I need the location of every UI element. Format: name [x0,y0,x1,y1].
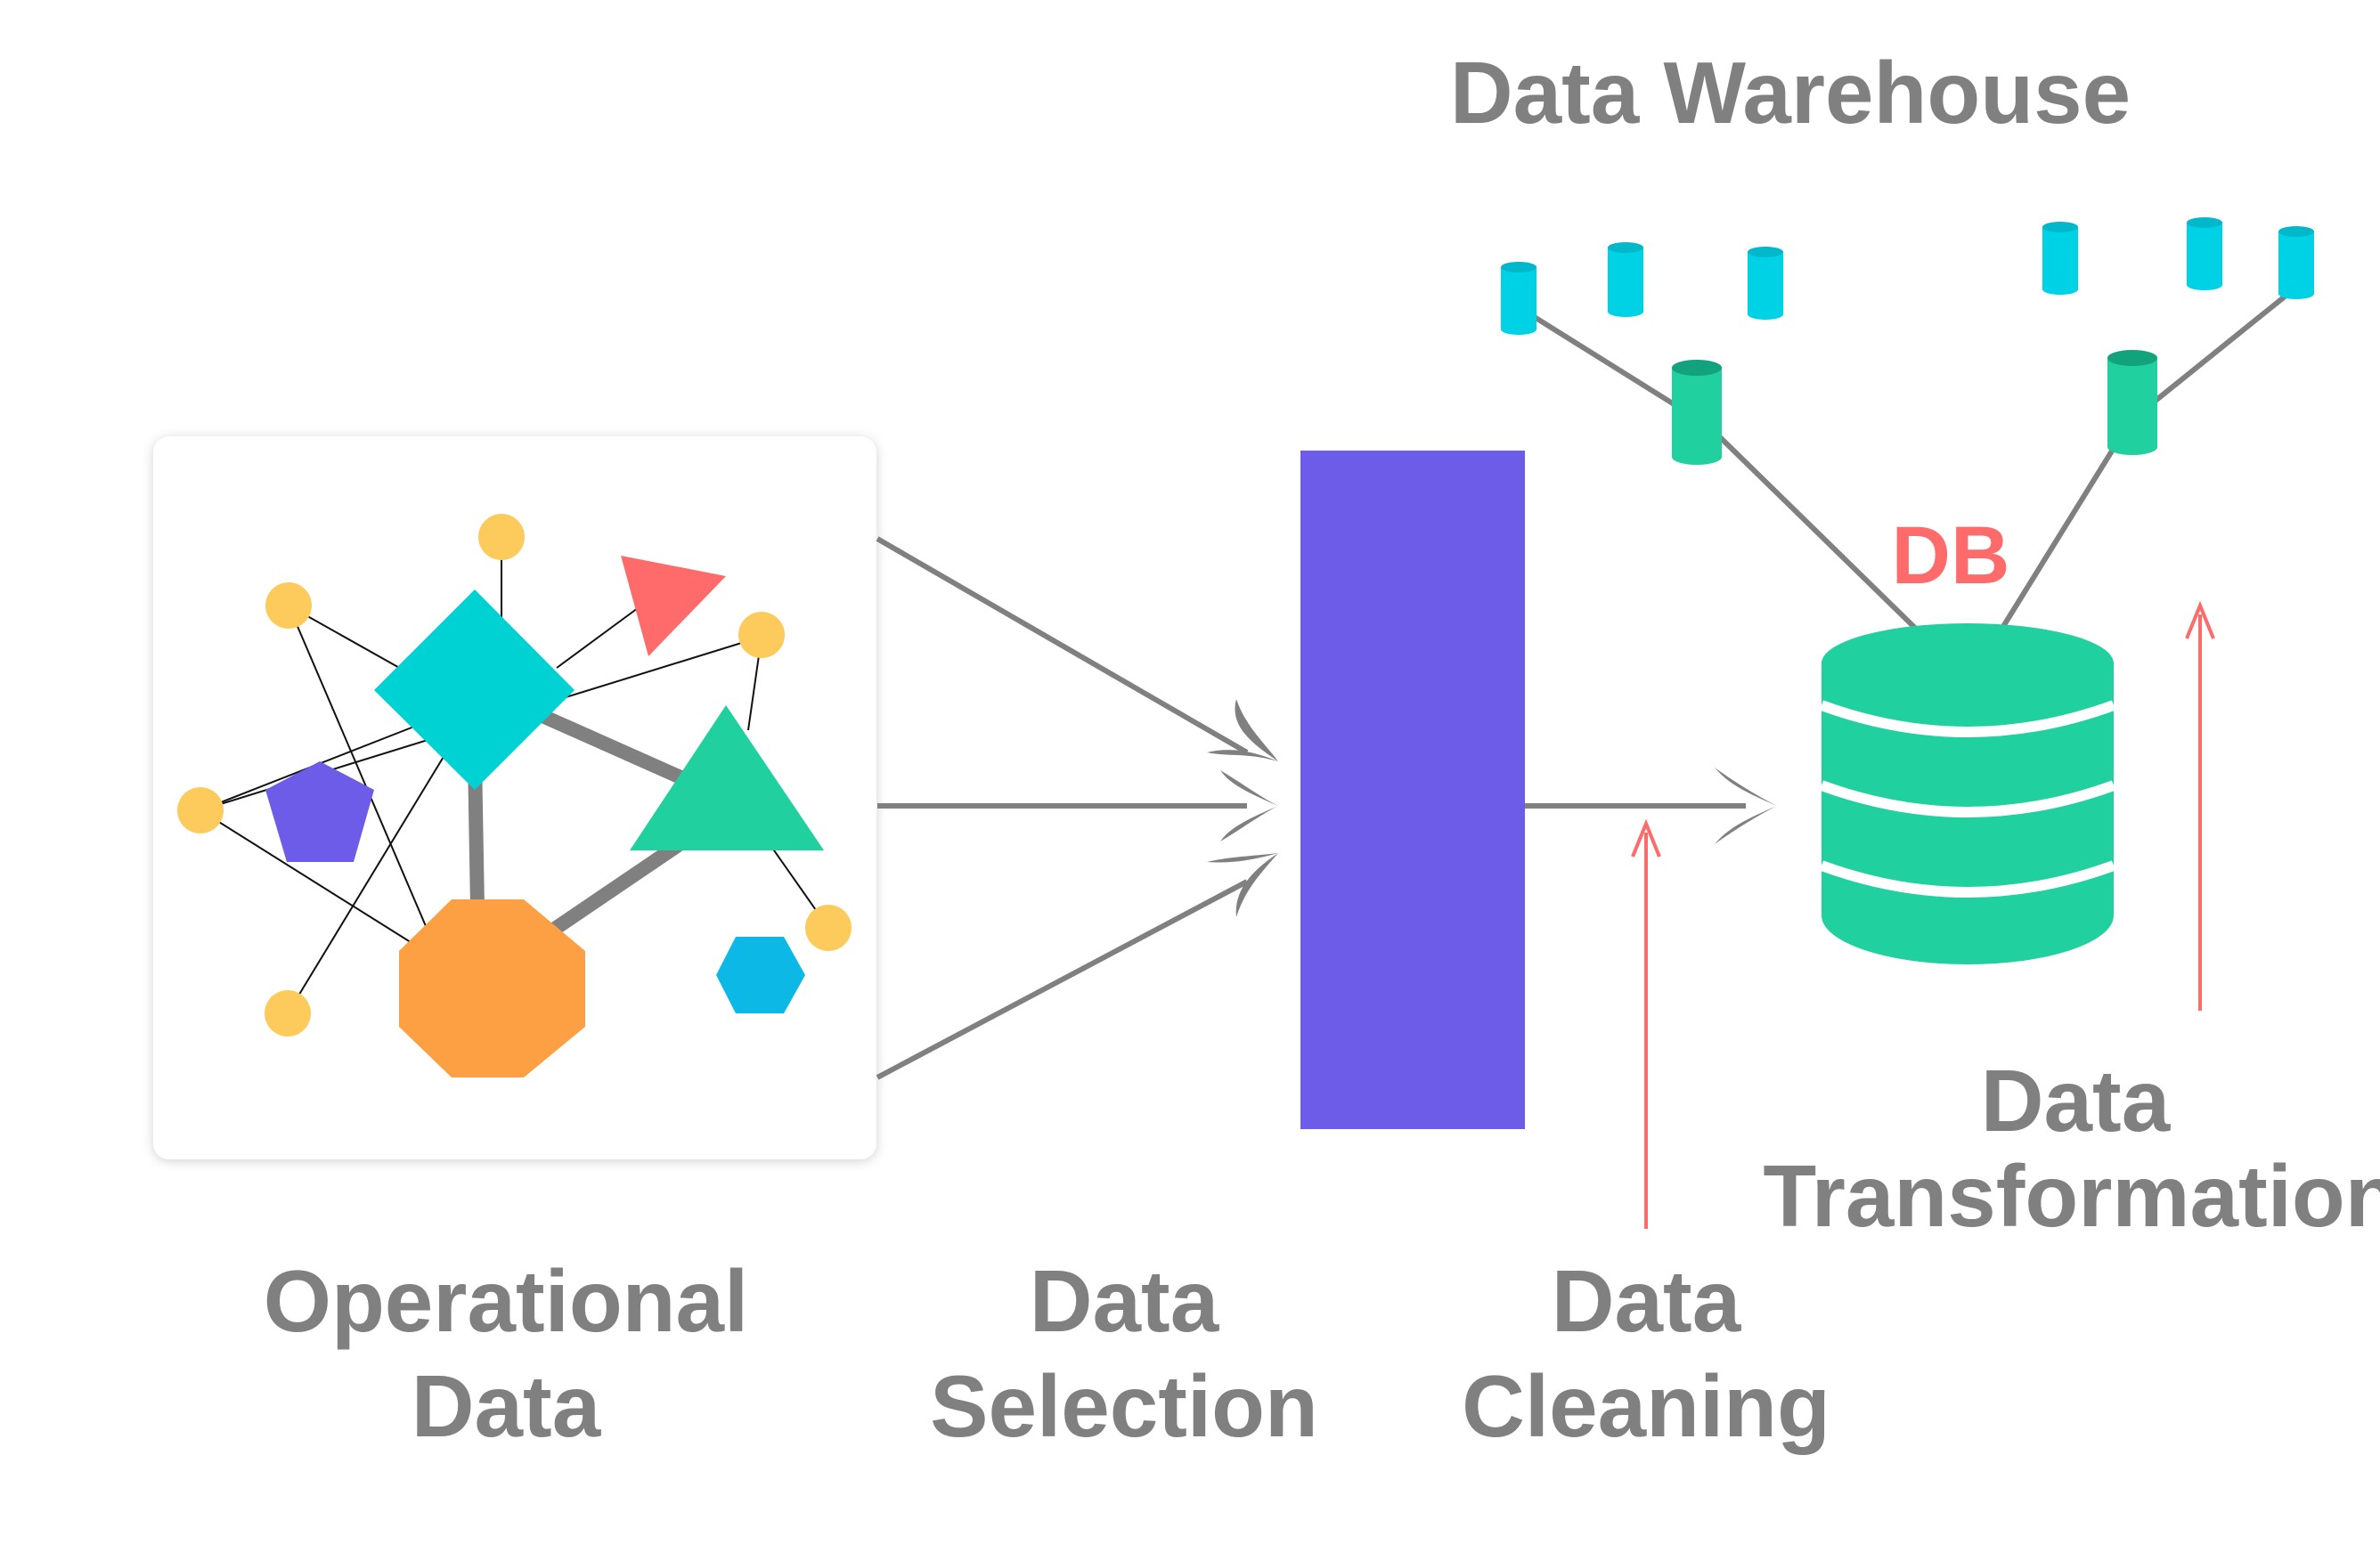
cleaning-label-line1: Data [1552,1252,1742,1350]
operational-label-line2: Data [412,1357,602,1455]
operational-label-line1: Operational [264,1252,749,1350]
triangle-shape [630,705,824,850]
red-indicator-arrows [1631,600,2215,1229]
node-dot [265,582,312,629]
node-dot [265,990,311,1037]
operational-data-card [153,436,876,1159]
network-nodes [177,514,852,1037]
db-label: DB [1892,510,2010,601]
cleaning-label-line2: Cleaning [1462,1357,1830,1455]
arrows-to-selection [876,536,1278,1080]
arrow-to-database [1525,768,1777,844]
selection-label-line1: Data [1030,1252,1220,1350]
database-cylinder-icon [2278,226,2314,299]
database-cylinder-icon [2042,222,2078,295]
database-cylinder-icon [2187,217,2222,290]
database-cylinder-icon [1748,247,1783,320]
database-icon [1819,623,2116,964]
node-dot [738,612,785,658]
pentagon-shape [265,761,374,862]
warehouse-title: Data Warehouse [1450,44,2131,142]
data-selection-block [1300,451,1525,1129]
transformation-label-line2: Transformation [1763,1147,2380,1245]
node-dot [478,514,525,560]
database-cylinder-icon [2107,350,2157,455]
selection-label-line2: Selection [930,1357,1318,1455]
transformation-label-line1: Data [1981,1052,2172,1150]
node-dot [805,905,852,951]
octagon-shape [399,899,585,1077]
card-background [153,436,876,1159]
warehouse-connectors [1517,287,2295,635]
intermediate-databases [1672,350,2157,465]
red-triangle-shape [621,556,726,656]
node-dot [177,787,224,833]
diamond-shape [374,589,575,790]
database-cylinder-icon [1501,262,1536,335]
hexagon-shape [716,937,805,1013]
database-cylinder-icon [1672,360,1722,465]
database-cylinder-icon [1608,242,1643,317]
source-databases [1501,217,2314,335]
